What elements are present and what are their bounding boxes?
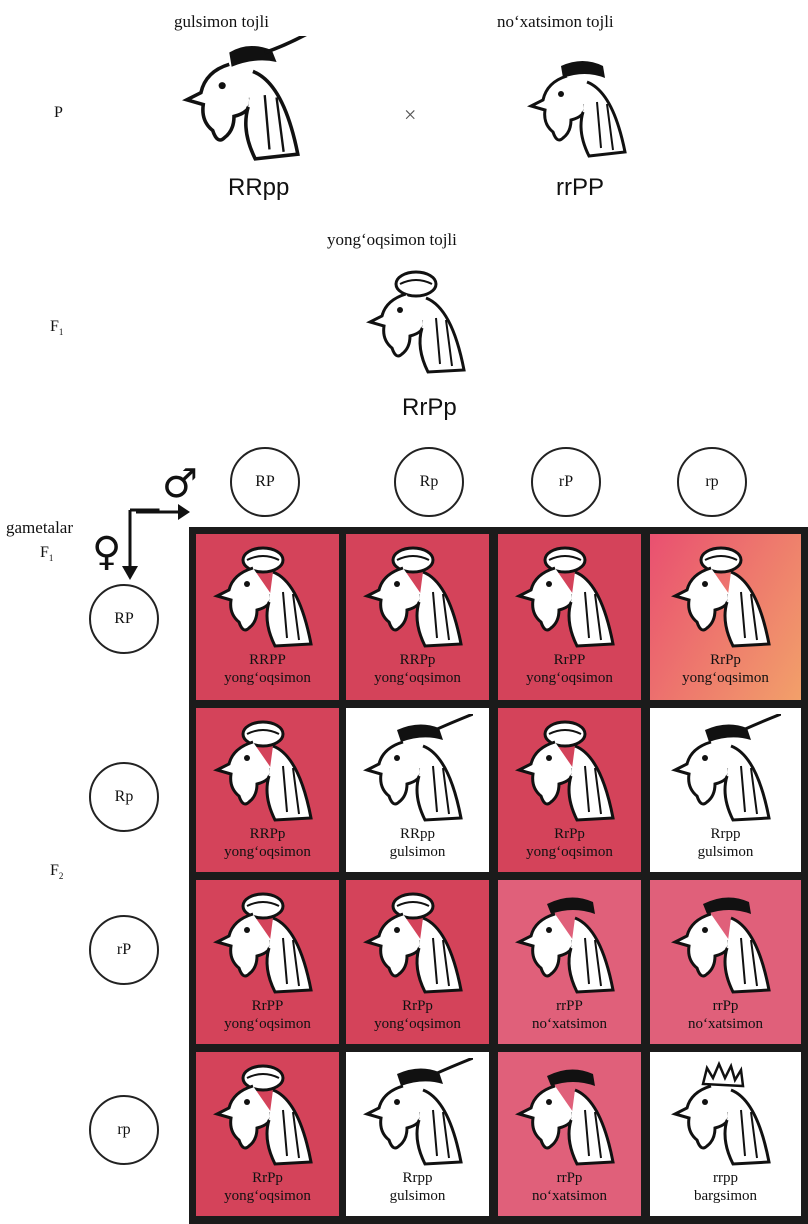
rooster-walnut-comb-icon xyxy=(215,720,312,822)
punnett-cell: RRpp gulsimon xyxy=(346,708,489,872)
female-gamete-4: rp xyxy=(89,1095,159,1165)
rooster-walnut-comb-f1 xyxy=(366,270,466,374)
rooster-walnut-comb-icon xyxy=(365,892,462,994)
cell-phenotype: yong‘oqsimon xyxy=(526,670,613,686)
female-gamete-1: RP xyxy=(89,584,159,654)
f1-genotype: RrPp xyxy=(402,394,457,421)
rooster-walnut-comb-icon xyxy=(517,720,614,822)
punnett-cell: RrPp yong‘oqsimon xyxy=(196,1052,339,1216)
generation-label-f2: F2 xyxy=(50,862,64,882)
cell-genotype: rrPp xyxy=(712,998,739,1014)
punnett-cell: rrPp no‘xatsimon xyxy=(650,880,801,1044)
cross-symbol: × xyxy=(404,102,417,127)
rooster-walnut-comb-icon xyxy=(215,1064,312,1166)
cell-genotype: RrPp xyxy=(252,1170,283,1186)
gametes-label: gametalar xyxy=(6,518,74,537)
cell-phenotype: yong‘oqsimon xyxy=(374,1016,461,1032)
cell-phenotype: yong‘oqsimon xyxy=(224,670,311,686)
rooster-single-comb-icon xyxy=(673,1060,770,1166)
parent-right-genotype: rrPP xyxy=(556,174,604,201)
punnett-cell: RrPp yong‘oqsimon xyxy=(498,708,641,872)
punnett-cell: RRPp yong‘oqsimon xyxy=(196,708,339,872)
cell-genotype: rrpp xyxy=(713,1170,738,1186)
cell-genotype: RRPp xyxy=(249,826,286,842)
cell-genotype: RrPp xyxy=(554,826,585,842)
cell-phenotype: yong‘oqsimon xyxy=(682,670,769,686)
female-symbol-icon: ♀ xyxy=(92,529,122,575)
cell-phenotype: gulsimon xyxy=(697,844,754,860)
male-gamete-3: rP xyxy=(531,447,601,517)
cell-genotype: RrPP xyxy=(251,998,284,1014)
cell-phenotype: gulsimon xyxy=(389,1188,446,1204)
cell-genotype: RrPp xyxy=(710,652,741,668)
cell-genotype: RrPp xyxy=(402,998,433,1014)
cell-genotype: rrPp xyxy=(556,1170,583,1186)
cell-genotype: rrPP xyxy=(556,998,583,1014)
male-gamete-2: Rp xyxy=(394,447,464,517)
generation-label-f1: F1 xyxy=(50,318,64,338)
generation-label-p: P xyxy=(54,104,63,121)
cell-genotype: RRPp xyxy=(399,652,436,668)
rooster-rose-comb-parent xyxy=(182,36,307,161)
punnett-cell: RrPP yong‘oqsimon xyxy=(498,534,641,700)
male-gamete-1: RP xyxy=(230,447,300,517)
punnett-cell: rrPp no‘xatsimon xyxy=(498,1052,641,1216)
gamete-arrows xyxy=(122,504,190,580)
cell-phenotype: gulsimon xyxy=(389,844,446,860)
rooster-walnut-comb-icon xyxy=(215,892,312,994)
gametes-f1-label: F1 xyxy=(40,544,54,564)
rooster-rose-comb-icon xyxy=(673,714,781,822)
rooster-pea-comb-parent xyxy=(527,61,627,158)
rooster-walnut-comb-icon xyxy=(215,546,312,648)
cell-phenotype: yong‘oqsimon xyxy=(526,844,613,860)
punnett-cell: Rrpp gulsimon xyxy=(650,708,801,872)
cell-genotype: Rrpp xyxy=(402,1170,433,1186)
punnett-cell: Rrpp gulsimon xyxy=(346,1052,489,1216)
cell-genotype: Rrpp xyxy=(710,826,741,842)
male-gamete-4: rp xyxy=(677,447,747,517)
rooster-pea-comb-icon xyxy=(517,897,614,994)
rooster-pea-comb-icon xyxy=(517,1069,614,1166)
cell-phenotype: yong‘oqsimon xyxy=(224,844,311,860)
cell-phenotype: no‘xatsimon xyxy=(688,1016,763,1032)
rooster-pea-comb-icon xyxy=(673,897,770,994)
female-gamete-2: Rp xyxy=(89,762,159,832)
punnett-cell: rrpp bargsimon xyxy=(650,1052,801,1216)
cell-phenotype: no‘xatsimon xyxy=(532,1188,607,1204)
cell-phenotype: bargsimon xyxy=(693,1188,758,1204)
punnett-cell: RRPp yong‘oqsimon xyxy=(346,534,489,700)
cell-genotype: RRpp xyxy=(399,826,435,842)
male-symbol-icon: ♂ xyxy=(162,461,198,507)
female-gamete-3: rP xyxy=(89,915,159,985)
parent-right-comb-label: no‘xatsimon tojli xyxy=(497,12,614,31)
punnett-cell: RRPP yong‘oqsimon xyxy=(196,534,339,700)
cell-phenotype: yong‘oqsimon xyxy=(374,670,461,686)
parent-left-genotype: RRpp xyxy=(228,174,290,201)
punnett-cell: RrPp yong‘oqsimon xyxy=(650,534,801,700)
rooster-walnut-comb-icon xyxy=(673,546,770,648)
rooster-walnut-comb-icon xyxy=(365,546,462,648)
cell-genotype: RRPP xyxy=(249,652,286,668)
rooster-rose-comb-icon xyxy=(365,714,473,822)
rooster-walnut-comb-icon xyxy=(517,546,614,648)
parent-left-comb-label: gulsimon tojli xyxy=(174,12,269,31)
punnett-cell: rrPP no‘xatsimon xyxy=(498,880,641,1044)
punnett-cell: RrPp yong‘oqsimon xyxy=(346,880,489,1044)
f1-comb-label: yong‘oqsimon tojli xyxy=(327,230,457,249)
rooster-rose-comb-icon xyxy=(365,1058,473,1166)
cell-phenotype: yong‘oqsimon xyxy=(224,1016,311,1032)
punnett-cell: RrPP yong‘oqsimon xyxy=(196,880,339,1044)
cell-phenotype: no‘xatsimon xyxy=(532,1016,607,1032)
cell-genotype: RrPP xyxy=(553,652,586,668)
cell-phenotype: yong‘oqsimon xyxy=(224,1188,311,1204)
